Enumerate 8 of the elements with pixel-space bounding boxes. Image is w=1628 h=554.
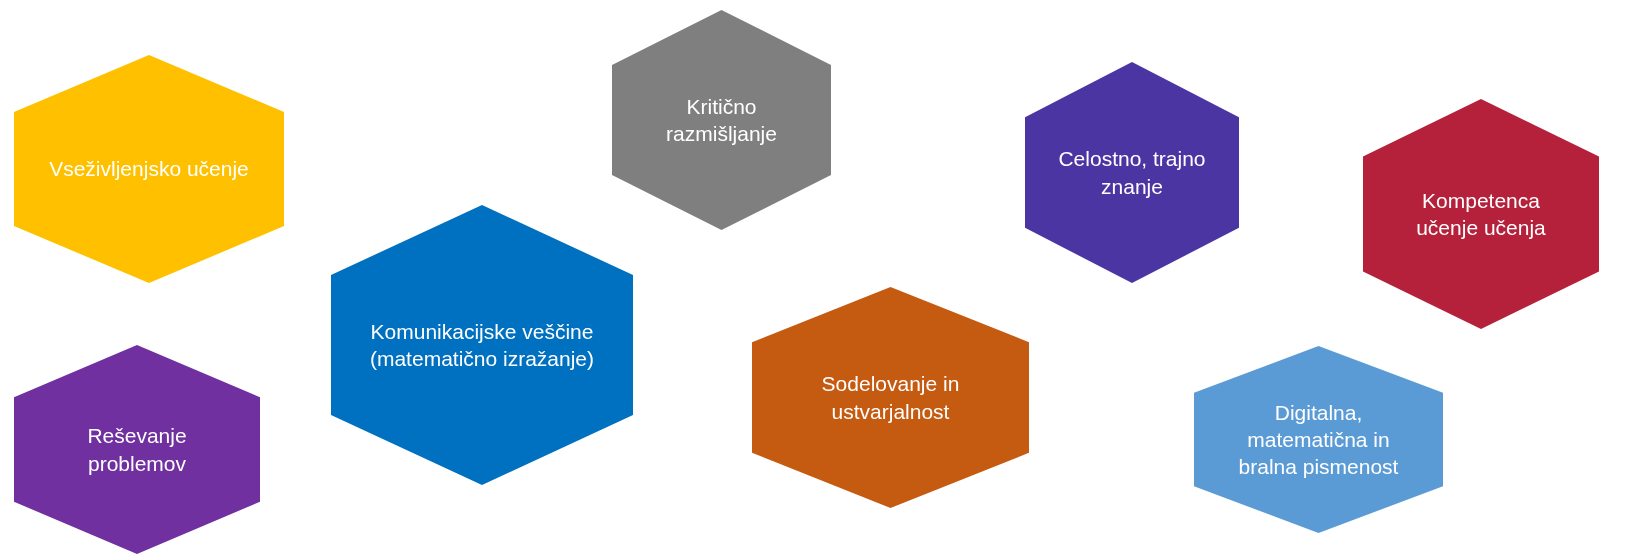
hexagon-label: Sodelovanje in ustvarjalnost <box>820 371 961 425</box>
hexagon-label: Reševanje problemov <box>86 423 188 477</box>
hexagon-label: Vseživljenjsko učenje <box>49 156 249 183</box>
hexagon-label: Celostno, trajno znanje <box>1057 146 1207 200</box>
hexagon-label: Kritično razmišljanje <box>665 93 778 147</box>
hexagon-label: Digitalna, matematična in bralna pismenost <box>1237 399 1400 481</box>
hexagon-label: Kompetenca učenje učenja <box>1415 187 1547 241</box>
hexagon-label: Komunikacijske veščine (matematično izražanje) <box>368 318 596 372</box>
